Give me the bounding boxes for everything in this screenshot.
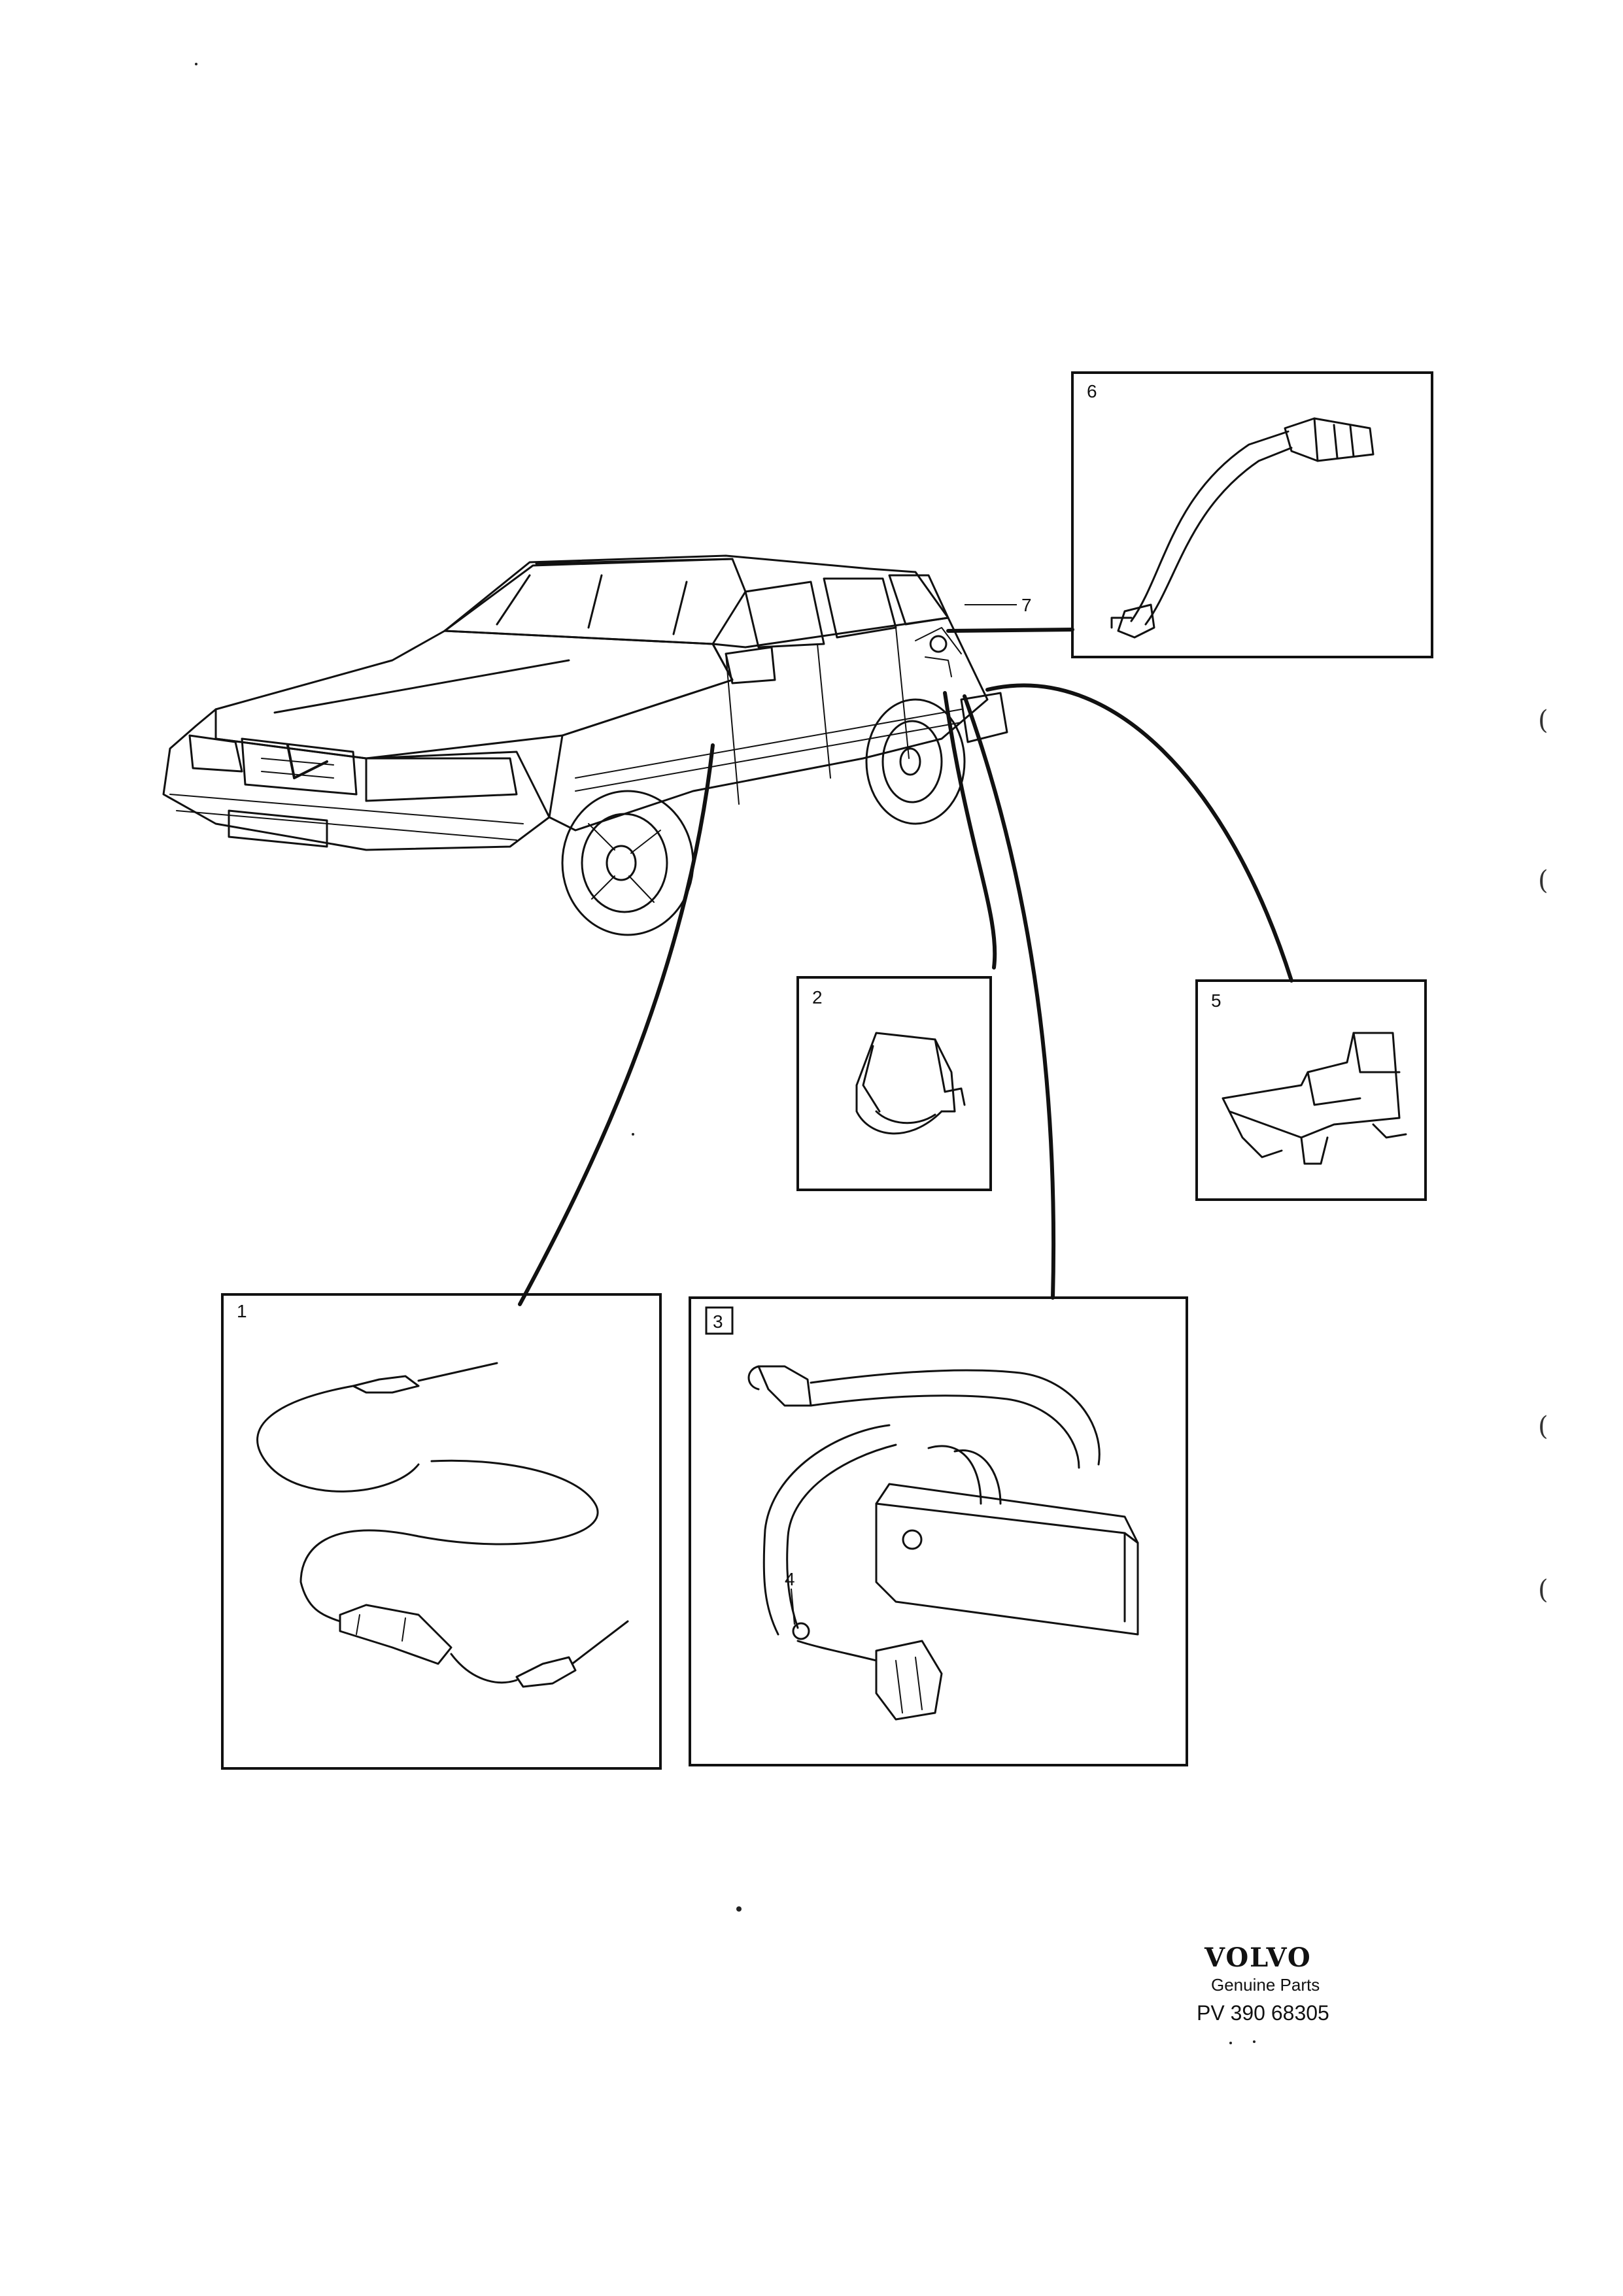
antenna-extension-cable-drawing (256, 1362, 629, 1688)
margin-mark: ( (1538, 705, 1548, 735)
callout-6: 6 (1087, 381, 1097, 401)
margin-mark: ( (1538, 866, 1548, 896)
callout-1: 1 (237, 1301, 247, 1321)
part-box-3 (689, 1296, 1188, 1766)
antenna-amplifier-drawing (747, 1365, 1139, 1721)
part-box-5 (1195, 979, 1427, 1201)
margin-mark: ( (1538, 1575, 1548, 1605)
part-box-1 (221, 1293, 662, 1770)
brand-logo: VOLVO (1204, 1942, 1312, 1973)
callout-3: 3 (713, 1311, 723, 1332)
part-box-2 (796, 976, 992, 1191)
car-illustration (162, 554, 1008, 936)
leader-lines (518, 628, 1293, 1306)
callout-7: 7 (1021, 595, 1032, 615)
margin-mark: ( (1538, 1411, 1548, 1442)
callout-4-line (791, 1588, 795, 1625)
part-box-6 (1071, 371, 1433, 658)
diagram-code: PV 390 68305 (1197, 2001, 1329, 2025)
callout-5: 5 (1211, 990, 1222, 1011)
callout-2: 2 (812, 987, 823, 1007)
scan-specks (195, 63, 1256, 2044)
brand-subtitle: Genuine Parts (1211, 1975, 1320, 1995)
clip-drawing (855, 1032, 966, 1135)
antenna-cable-connector-drawing (1110, 417, 1375, 639)
callout-4: 4 (785, 1569, 795, 1589)
callout-3-frame (705, 1306, 734, 1335)
bracket-drawing (1222, 1032, 1407, 1165)
